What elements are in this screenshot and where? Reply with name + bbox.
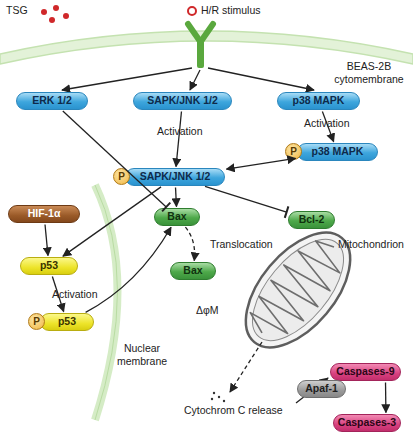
stimulus-symbol bbox=[188, 7, 196, 15]
node-text: Bax bbox=[183, 265, 202, 276]
kinase-box: SAPK/JNK 1/2 bbox=[133, 92, 232, 110]
tsg-dot bbox=[41, 9, 47, 15]
release-arrow bbox=[230, 342, 262, 392]
node-text: SAPK/JNK 1/2 bbox=[140, 171, 211, 182]
text-label: Mitochondrion bbox=[338, 238, 404, 250]
cytochrome-dots bbox=[211, 392, 225, 402]
node-text: p38 MAPK bbox=[293, 95, 345, 106]
node-text: Caspases-9 bbox=[336, 366, 394, 377]
factor-box: HIF-1α bbox=[8, 205, 80, 223]
node-text: p53 bbox=[58, 316, 76, 327]
mitochondrion-illustration bbox=[226, 214, 370, 366]
phospho-kinase-box: PSAPK/JNK 1/2 bbox=[125, 168, 225, 186]
signal-arrow bbox=[208, 68, 314, 90]
dot bbox=[218, 396, 220, 398]
text-label: ΔφM bbox=[196, 304, 219, 316]
phospho-badge: P bbox=[285, 143, 302, 160]
node-text: HIF-1α bbox=[28, 208, 61, 219]
arrow-connector bbox=[86, 227, 171, 312]
arrow-connector bbox=[63, 187, 161, 256]
text-label: Cytochrom C release bbox=[184, 404, 283, 416]
dot bbox=[211, 398, 213, 400]
inhibition-connector bbox=[205, 186, 287, 212]
node-text: p38 MAPK bbox=[312, 146, 364, 157]
text-label: BEAS-2B cytomembrane bbox=[326, 60, 412, 85]
arrow-connector bbox=[226, 158, 295, 169]
edge-label: Activation bbox=[52, 288, 98, 300]
arrow-connector bbox=[185, 227, 194, 260]
receptor-symbol bbox=[188, 24, 213, 68]
phospho-badge: P bbox=[28, 313, 45, 330]
tsg-dot bbox=[49, 17, 55, 23]
nuclear-membrane bbox=[95, 185, 118, 420]
edge-label: Translocation bbox=[210, 238, 273, 250]
dot bbox=[213, 392, 215, 394]
node-text: Apaf-1 bbox=[305, 383, 338, 394]
signal-arrow bbox=[190, 70, 200, 90]
tsg-dot bbox=[53, 5, 59, 11]
protein-box: Bax bbox=[154, 208, 200, 226]
kinase-box: p38 MAPK bbox=[277, 92, 360, 110]
arrow-connector bbox=[176, 111, 181, 166]
node-text: Bcl-2 bbox=[299, 214, 325, 225]
receptor-arrows bbox=[62, 68, 314, 90]
arrow-connector bbox=[175, 187, 177, 206]
nuclear-membrane-line bbox=[95, 185, 118, 420]
dot bbox=[223, 400, 225, 402]
caspase-box: Caspases-9 bbox=[330, 363, 401, 381]
protein-box: Bax bbox=[170, 262, 216, 280]
receptor-arm bbox=[188, 24, 201, 42]
edge-label: Activation bbox=[157, 125, 203, 137]
node-text: Bax bbox=[167, 211, 186, 222]
node-text: p53 bbox=[40, 260, 58, 271]
mitochondrion-outer bbox=[226, 214, 370, 366]
node-text: SAPK/JNK 1/2 bbox=[147, 95, 218, 106]
signal-arrow bbox=[62, 68, 192, 90]
text-label: H/R stimulus bbox=[201, 4, 261, 16]
arrow-connector bbox=[385, 382, 387, 412]
phospho-protein-box: Pp53 bbox=[40, 313, 94, 331]
phospho-kinase-box: Pp38 MAPK bbox=[297, 143, 378, 161]
arrow-connector bbox=[45, 224, 48, 255]
tsg-dot bbox=[63, 13, 69, 19]
receptor-arm bbox=[201, 24, 214, 42]
kinase-box: ERK 1/2 bbox=[16, 92, 88, 110]
tsg-dots bbox=[41, 5, 69, 23]
edge-label: Activation bbox=[304, 117, 350, 129]
node-text: Caspases-3 bbox=[338, 417, 396, 428]
inhibition-connector bbox=[63, 111, 166, 207]
protein-box: Bcl-2 bbox=[288, 211, 335, 229]
phospho-badge: P bbox=[113, 168, 130, 185]
node-text: ERK 1/2 bbox=[32, 95, 72, 106]
caspase-box: Caspases-3 bbox=[333, 414, 401, 432]
cofactor-box: Apaf-1 bbox=[297, 380, 346, 398]
text-label: Nuclear membrane bbox=[114, 342, 170, 367]
text-label: TSG bbox=[6, 4, 28, 16]
protein-box: p53 bbox=[20, 257, 78, 275]
